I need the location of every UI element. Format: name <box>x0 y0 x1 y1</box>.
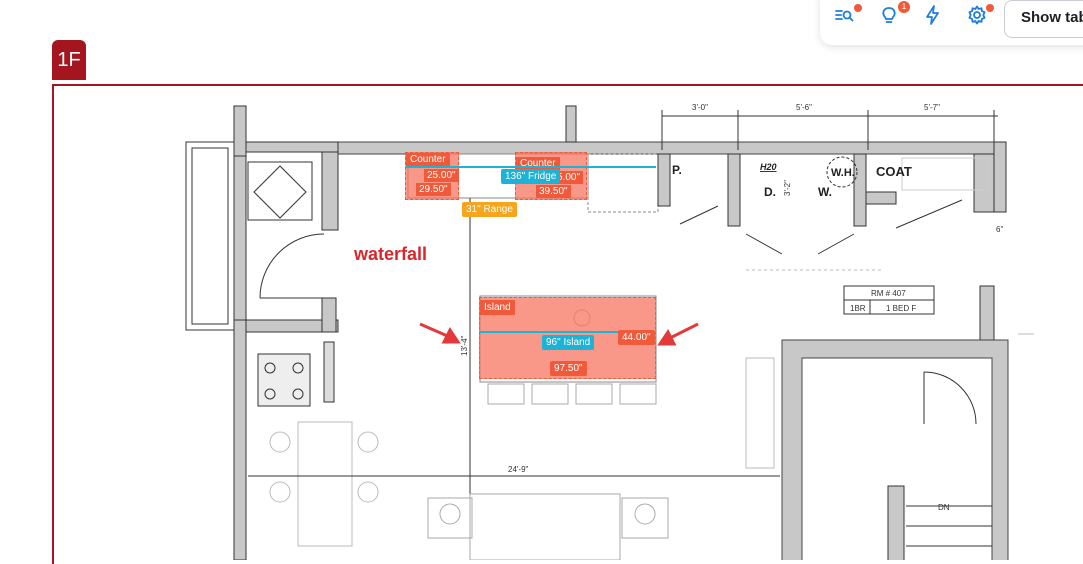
room-label-dryer: D. <box>764 185 776 199</box>
island-label: Island <box>480 300 515 315</box>
notification-dot <box>986 4 994 12</box>
dim-laundry: 3'-2" <box>783 180 792 196</box>
counter-left-label: Counter <box>406 153 450 166</box>
floor-badge[interactable]: 1F <box>52 40 86 80</box>
dim-left: 13'-4" <box>460 335 469 356</box>
room-label-h20: H20 <box>760 162 777 172</box>
island-overlay[interactable]: Island 96" Island 44.00" 97.50" <box>479 297 656 379</box>
counter-right-width: 39.50" <box>536 185 571 198</box>
counter-right-depth: 5.00" <box>554 171 584 184</box>
insight-count-badge: 1 <box>898 1 910 13</box>
stair-down-label: DN <box>938 503 950 512</box>
filter-search-icon[interactable] <box>834 4 862 30</box>
room-tag-unit: 1 BED F <box>886 304 916 313</box>
room-label-washer: W. <box>818 185 832 199</box>
dim-top-2: 5'-6" <box>796 103 812 112</box>
room-tag-type: 1BR <box>850 304 866 313</box>
dim-bottom: 24'-9" <box>508 465 529 474</box>
show-tab-button[interactable]: Show tab <box>1004 0 1083 38</box>
dim-right: 6" <box>996 225 1003 234</box>
dim-top-1: 3'-0" <box>692 103 708 112</box>
island-length-label: 96" Island <box>542 335 595 350</box>
island-width-label: 97.50" <box>550 361 587 376</box>
dim-top-3: 5'-7" <box>924 103 940 112</box>
room-tag-number: RM # 407 <box>871 289 906 298</box>
gear-icon[interactable] <box>966 4 994 30</box>
range-label[interactable]: 31" Range <box>462 202 517 217</box>
room-label-pantry: P. <box>672 163 682 177</box>
room-label-water-heater: W.H. <box>831 167 855 179</box>
annotation-arrows <box>419 322 699 346</box>
fridge-label[interactable]: 136" Fridge <box>501 169 561 184</box>
waterfall-annotation[interactable]: waterfall <box>354 244 428 264</box>
counter-left-overlay[interactable]: Counter 25.00" 29.50" <box>405 152 459 200</box>
floor-plan-drawing: 3'-0" 5'-6" 5'-7" 6" 24'-9" 13'-4" P. H2… <box>185 103 1034 560</box>
counter-left-depth: 25.00" <box>424 169 459 182</box>
fridge-dimension-line <box>406 166 656 168</box>
room-label-coat: COAT <box>876 164 912 179</box>
counter-left-width: 29.50" <box>416 183 451 196</box>
island-dimension-line <box>480 331 655 333</box>
island-depth-label: 44.00" <box>618 330 655 345</box>
top-toolbar: 1 Show tab <box>820 0 1083 45</box>
notification-dot <box>854 4 862 12</box>
lightning-icon[interactable] <box>922 4 948 30</box>
lightbulb-icon[interactable]: 1 <box>878 1 910 30</box>
